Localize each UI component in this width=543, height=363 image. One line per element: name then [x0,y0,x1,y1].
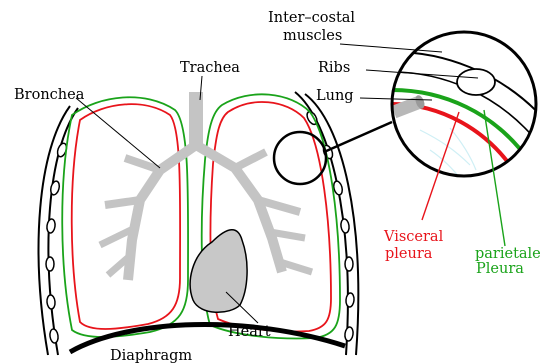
parietal-label-line1: parietale [475,246,541,262]
heart-shape [190,230,247,313]
visceral-label-line2: pleura [385,246,433,262]
rib-cross-section [457,69,495,95]
ribs-label: Ribs [318,60,350,76]
visceral-label-line1: Visceral [383,229,444,245]
parietal-label-line2: Pleura [476,261,524,277]
intercostal-label-line1: Inter–costal [268,10,355,26]
intercostal-label-line2: muscles [283,28,342,44]
left-parietal-pleura [62,97,188,337]
lung-label: Lung [316,88,354,104]
diaphragm-label: Diaphragm [110,348,192,363]
heart-label: Heart [228,324,271,340]
trachea-label: Trachea [180,60,240,76]
left-visceral-pleura [72,104,180,329]
bronchea-label: Bronchea [14,87,85,103]
left-lung-pleura [62,97,188,337]
leader-lines [76,44,478,323]
